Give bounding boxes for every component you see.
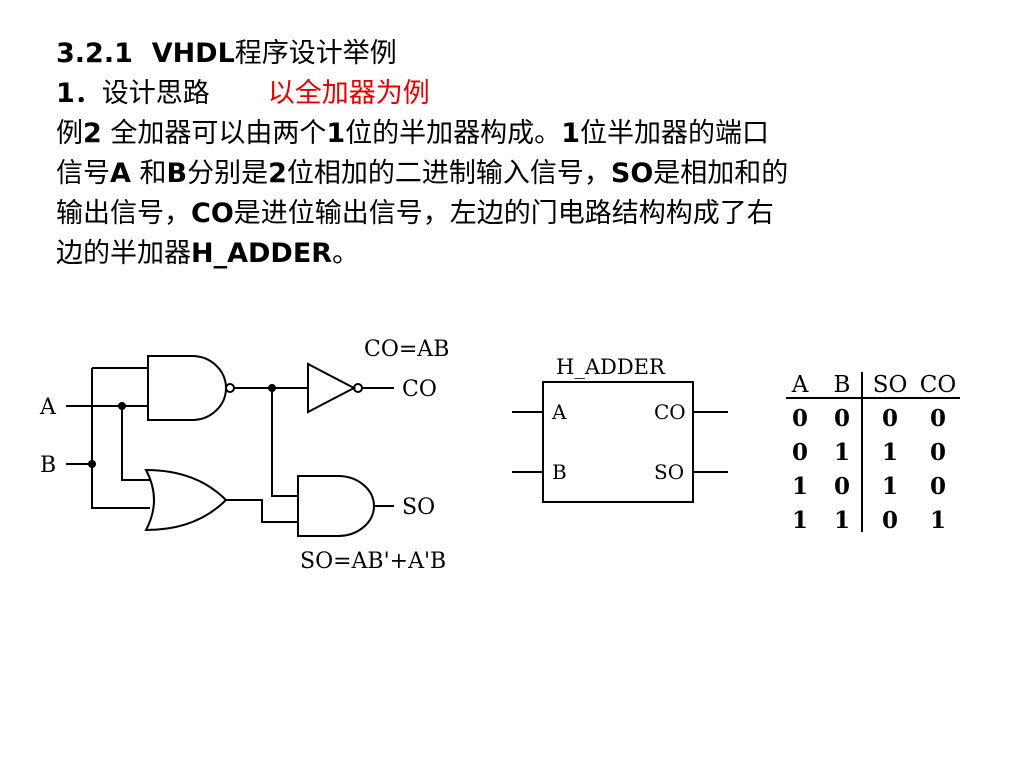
truth-table-cell: 0 <box>792 439 808 466</box>
heading-number: 3.2.1 <box>56 38 133 69</box>
paragraph-line-1: 例2 全加器可以由两个1位的半加器构成。1位半加器的端口 <box>56 114 986 154</box>
wire-a-branch <box>121 406 150 481</box>
paragraph-line-2: 信号A 和B分别是2位相加的二进制输入信号，SO是相加和的 <box>56 154 986 194</box>
wire-or-out <box>226 499 298 523</box>
para-text: 是相加和的 <box>653 158 789 189</box>
para-bold: 1 <box>561 118 580 149</box>
paragraph-line-4: 边的半加器H_ADDER。 <box>56 234 986 274</box>
label-input-b: B <box>40 453 56 478</box>
para-text: 全加器可以由两个 <box>101 118 327 149</box>
para-text: 位半加器的端口 <box>579 118 769 149</box>
block-title: H_ADDER <box>556 355 666 379</box>
truth-table-header: B <box>834 372 851 398</box>
label-co: CO <box>402 377 437 402</box>
para-text: 。 <box>332 238 360 269</box>
or-gate <box>144 468 228 532</box>
truth-table-cell: 0 <box>882 507 898 534</box>
subheading-note: 以全加器为例 <box>267 78 430 109</box>
para-text: 和 <box>130 158 167 189</box>
truth-table-cell: 1 <box>882 473 898 500</box>
truth-table-cell: 1 <box>792 507 808 534</box>
para-text: 边的半加器 <box>56 238 191 269</box>
para-text: 输出信号， <box>56 198 191 229</box>
truth-table-cell: 0 <box>930 439 946 466</box>
section-heading: 3.2.1 VHDL程序设计举例 <box>56 34 986 74</box>
truth-table: A B SO CO 0 0 0 0 0 1 1 0 1 0 1 0 1 1 0 … <box>786 372 960 534</box>
label-input-a: A <box>39 395 57 420</box>
truth-table-cell: 1 <box>930 507 946 534</box>
para-bold: A <box>110 158 131 189</box>
junction-a <box>118 402 126 410</box>
subheading: 1．设计思路 以全加器为例 <box>56 74 986 114</box>
truth-table-cell: 0 <box>792 405 808 432</box>
gate-circuit <box>66 355 394 537</box>
para-text: 信号 <box>56 158 110 189</box>
block-port-b: B <box>552 460 567 484</box>
half-adder-block: H_ADDER A B CO SO <box>512 355 728 503</box>
para-text: 是进位输出信号，左边的门电路结构构成了右 <box>233 198 774 229</box>
wire-b-branch <box>91 368 150 509</box>
truth-table-cell: 1 <box>834 507 850 534</box>
para-text: 例 <box>56 118 83 149</box>
para-text: 位的半加器构成。 <box>345 118 562 149</box>
truth-table-cell: 1 <box>792 473 808 500</box>
para-bold: CO <box>191 198 234 229</box>
junction-dots <box>88 384 276 468</box>
block-port-a: A <box>551 400 567 424</box>
co-equation: CO=AB <box>364 337 449 362</box>
para-bold: B <box>166 158 188 189</box>
so-equation: SO=AB'+A'B <box>300 549 446 574</box>
inverter-gate <box>307 362 357 414</box>
truth-table-cell: 0 <box>834 405 850 432</box>
truth-table-cell: 0 <box>882 405 898 432</box>
wire-nand-down <box>271 388 298 497</box>
nand-gate <box>147 355 227 421</box>
subheading-label: 设计思路 <box>101 78 210 109</box>
block-rect <box>542 381 694 503</box>
junction-b <box>88 460 96 468</box>
heading-title-latin: VHDL <box>151 38 235 69</box>
and-gate <box>297 475 375 537</box>
truth-table-header: CO <box>920 372 956 398</box>
para-bold: 2 <box>83 118 102 149</box>
truth-table-cell: 0 <box>930 473 946 500</box>
truth-table-header: A <box>791 372 809 398</box>
subheading-number: 1． <box>56 78 102 109</box>
block-port-so: SO <box>654 460 684 484</box>
junction-nand <box>268 384 276 392</box>
para-text: 分别是 <box>187 158 269 189</box>
para-bold: SO <box>610 158 654 189</box>
truth-table-cell: 1 <box>834 439 850 466</box>
text-content: 3.2.1 VHDL程序设计举例 1．设计思路以全加器为例 例2 全加器可以由两… <box>56 34 986 274</box>
para-bold: 1 <box>326 118 346 149</box>
para-text: 位相加的二进制输入信号， <box>286 158 611 189</box>
label-so: SO <box>402 495 435 520</box>
block-port-co: CO <box>654 400 686 424</box>
truth-table-cell: 1 <box>882 439 898 466</box>
paragraph-line-3: 输出信号，CO是进位输出信号，左边的门电路结构构成了右 <box>56 194 986 234</box>
nand-bubble <box>225 383 235 393</box>
truth-table-cell: 0 <box>930 405 946 432</box>
para-bold: H_ADDER <box>191 238 333 269</box>
truth-table-cell: 0 <box>834 473 850 500</box>
truth-table-header: SO <box>873 372 908 398</box>
heading-title-rest: 程序设计举例 <box>234 38 397 69</box>
para-bold: 2 <box>268 158 287 189</box>
